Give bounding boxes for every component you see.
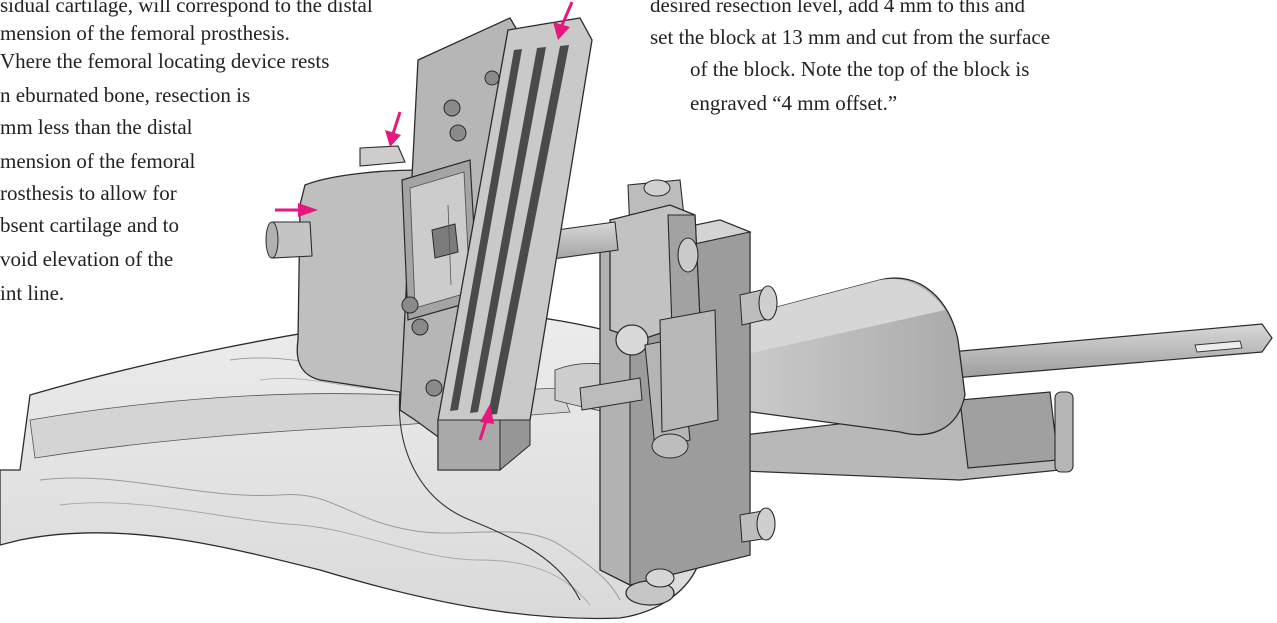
right-caption-line: set the block at 13 mm and cut from the … xyxy=(650,25,1051,49)
left-caption-line: int line. xyxy=(0,281,65,305)
pink-arrow-icon xyxy=(275,203,318,217)
left-caption-line: mension of the femoral xyxy=(0,149,196,173)
left-caption-line: mension of the femoral prosthesis. xyxy=(0,21,290,45)
right-caption-line: desired resection level, add 4 mm to thi… xyxy=(650,0,1025,17)
left-caption-line: rosthesis to allow for xyxy=(0,181,177,205)
left-caption-line: void elevation of the xyxy=(0,247,174,271)
left-caption-line: mm less than the distal xyxy=(0,115,193,139)
pink-arrow-icon xyxy=(385,111,402,147)
left-caption-line: Vhere the femoral locating device rests xyxy=(0,49,330,73)
left-caption-line: sidual cartilage, will correspond to the… xyxy=(0,0,373,17)
cutting-block xyxy=(265,17,593,472)
left-caption-line: n eburnated bone, resection is xyxy=(0,83,251,107)
alignment-rod xyxy=(949,323,1273,379)
left-caption-line: bsent cartilage and to xyxy=(0,213,180,237)
right-caption-line: of the block. Note the top of the block … xyxy=(690,57,1030,81)
pink-arrow-icon xyxy=(478,404,494,441)
pink-arrow-icon xyxy=(553,1,574,40)
right-caption-line: engraved “4 mm offset.” xyxy=(690,91,898,115)
